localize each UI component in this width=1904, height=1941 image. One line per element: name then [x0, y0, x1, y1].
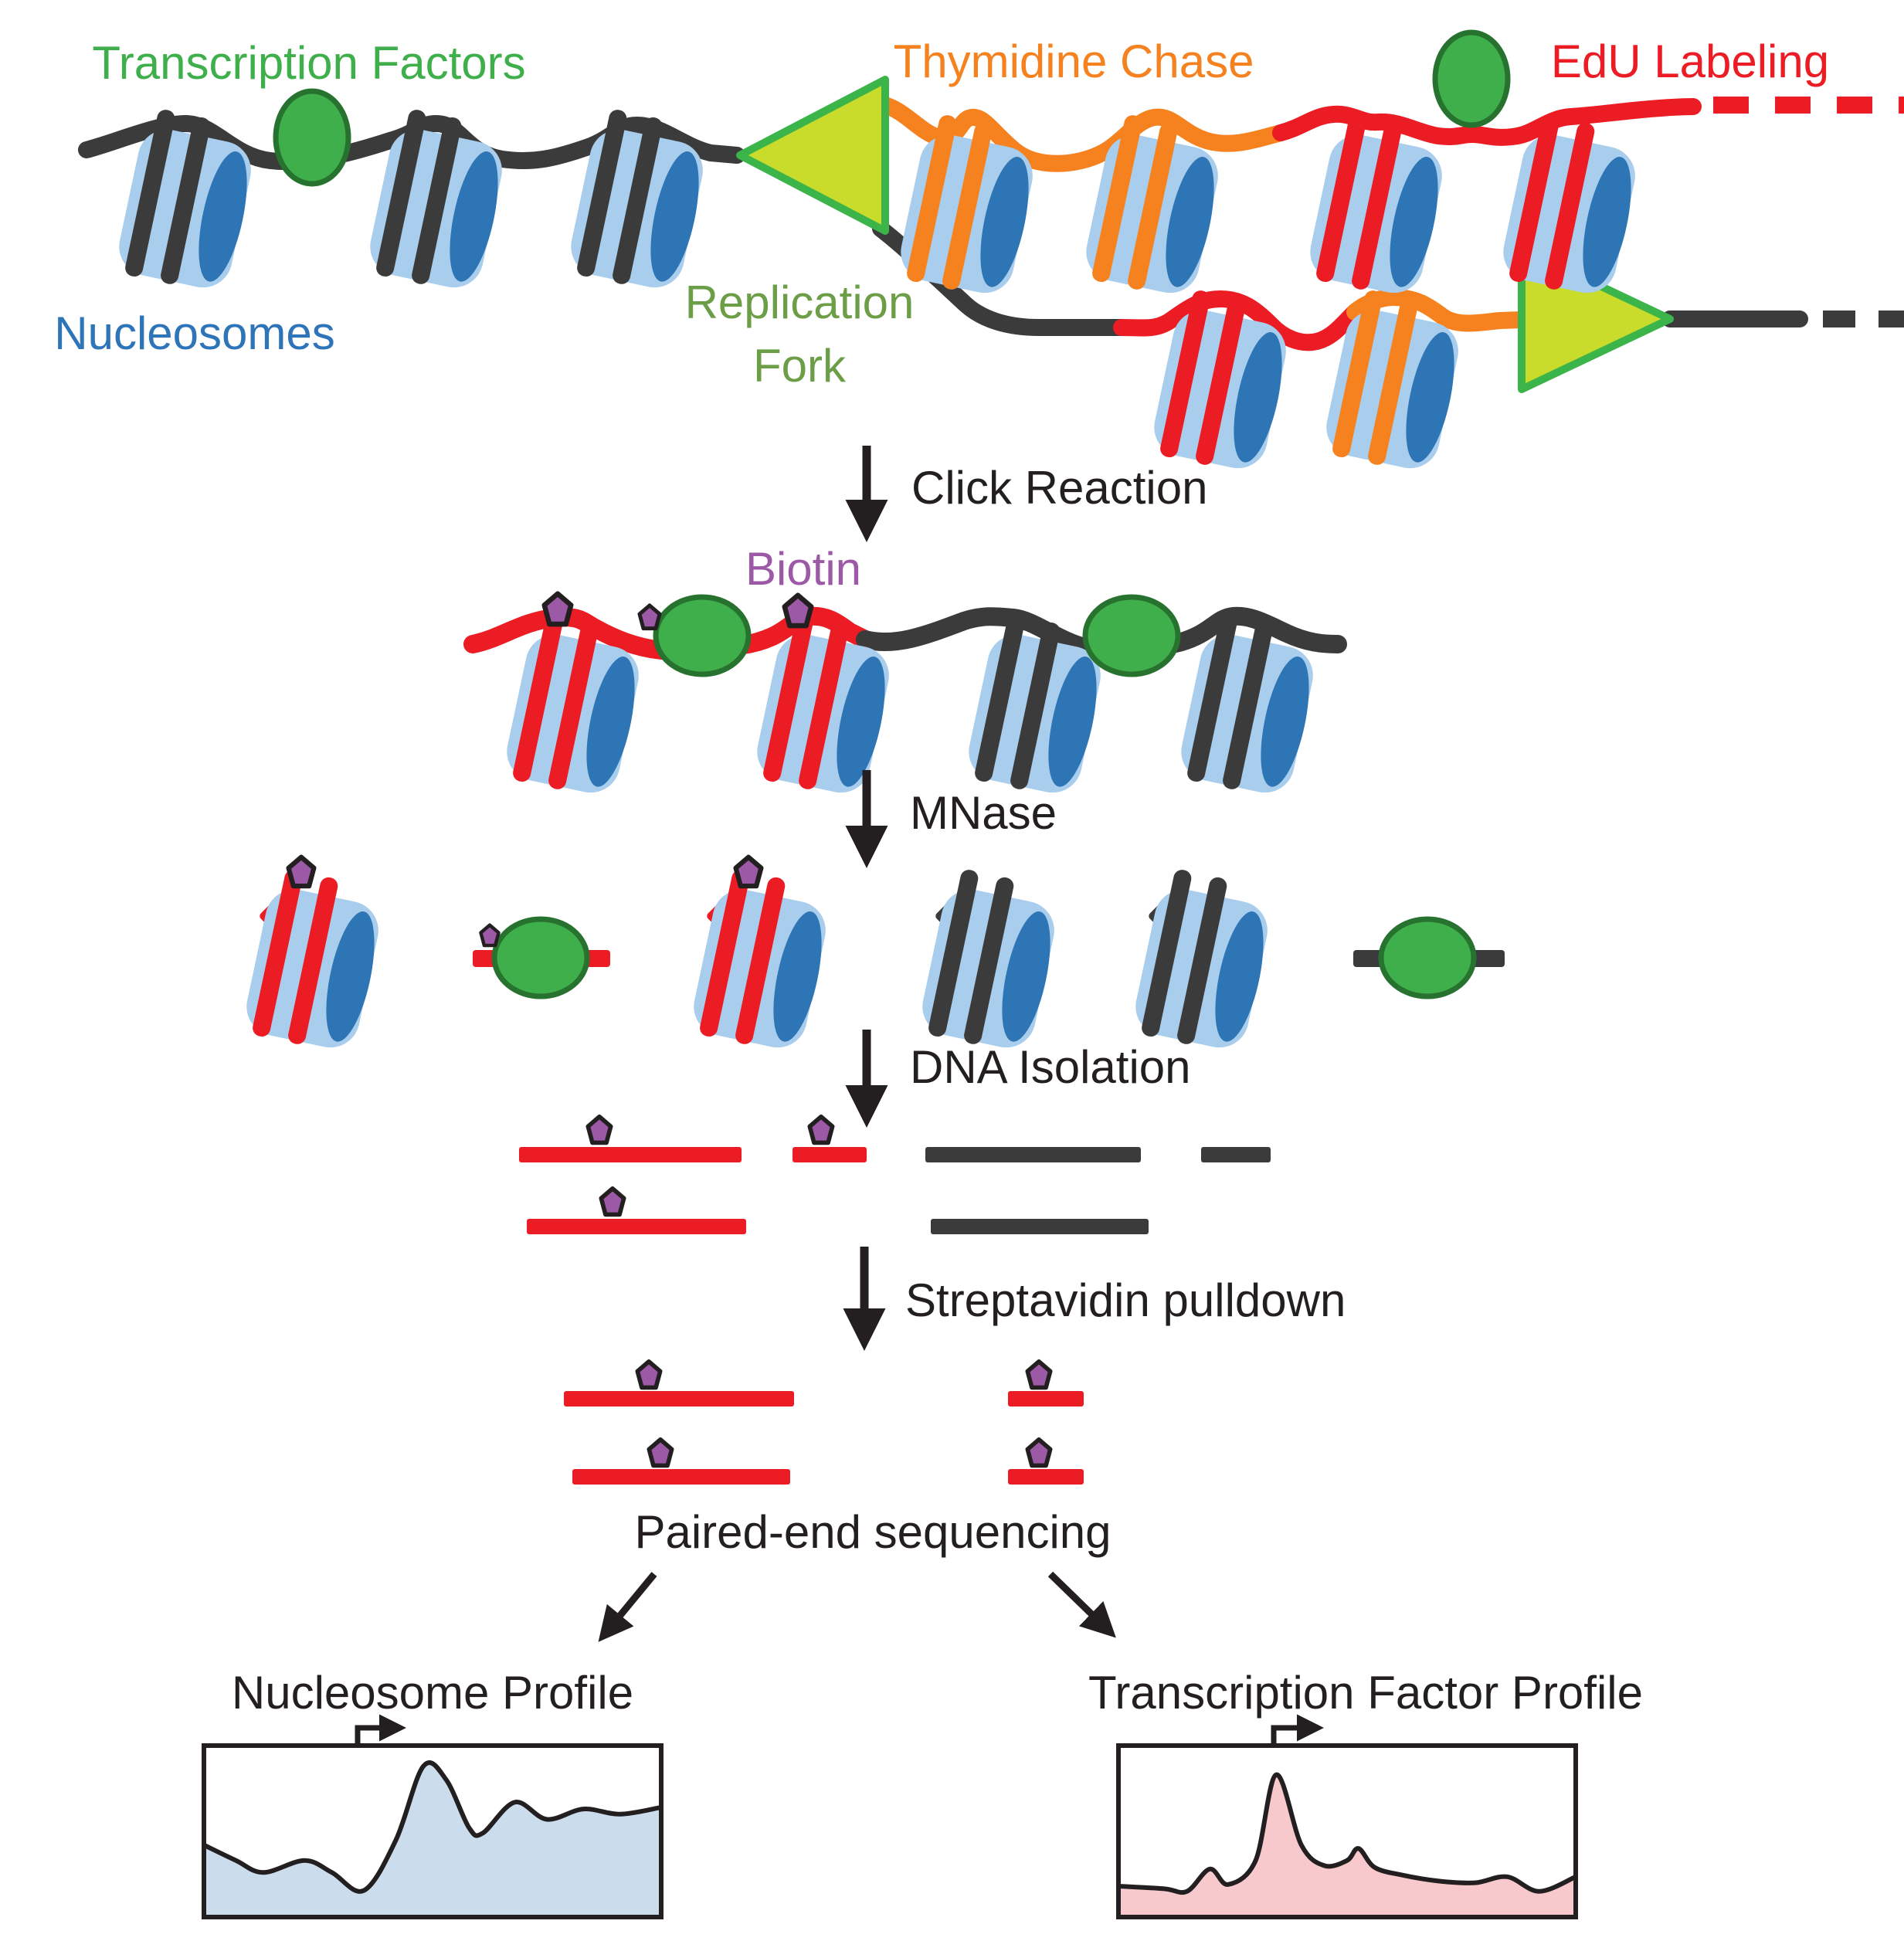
tf-profile-area [1118, 1774, 1576, 1917]
biotin-icon-pull-3 [649, 1440, 671, 1466]
edu-dna-strand-top [1272, 98, 1702, 146]
tf-profile-plot-frame [1116, 1743, 1578, 1919]
arrow-to-nucleosome-profile [598, 1572, 657, 1642]
fragment-dark-long-1 [925, 1147, 1141, 1162]
step-click-reaction: Click Reaction Biotin [745, 446, 1207, 595]
tf-stub-dark-right [1469, 950, 1505, 967]
tss-arrow-icon-left [355, 1714, 406, 1747]
thymidine-chase-label: Thymidine Chase [894, 36, 1254, 87]
biotin-label: Biotin [745, 543, 861, 595]
pulled-fragment-long-1 [564, 1391, 794, 1407]
biotin-icon-1 [545, 594, 571, 624]
biotin-icon-tf [480, 925, 498, 945]
transcription-factor-particle-dark [1381, 919, 1474, 996]
pulled-fragment-long-2 [572, 1469, 790, 1485]
lagging-parental-strand [872, 220, 1130, 336]
biotin-icon-2 [640, 606, 660, 629]
biotin-icon-frag-2 [809, 1117, 832, 1143]
biotin-icon-pull-2 [1027, 1362, 1050, 1388]
mononucleosome-dark-2 [1129, 866, 1278, 1057]
edu-dna-strand-bottom [1113, 290, 1363, 351]
biotin-icon-mono-2 [736, 857, 762, 886]
biotin-icon-pull-4 [1027, 1440, 1050, 1466]
section-biotinylated-chromatin [463, 594, 1347, 802]
nucleosome-profile-area [204, 1763, 661, 1917]
transcription-factor-on-dark [1085, 597, 1178, 674]
fragment-dark-short-1 [1201, 1147, 1271, 1162]
section-replicating-chromatin: Transcription Factors Thymidine Chase Ed… [54, 32, 1904, 477]
biotin-icon-pull-1 [637, 1362, 660, 1388]
pulled-fragment-short-2 [1008, 1469, 1084, 1485]
tf-profile-title: Transcription Factor Profile [1088, 1667, 1643, 1719]
section-pulled-fragments [564, 1362, 1084, 1485]
click-reaction-label: Click Reaction [911, 462, 1207, 514]
fragment-red-long-2 [527, 1219, 746, 1234]
biotin-icon-frag-3 [601, 1189, 623, 1215]
streptavidin-label: Streptavidin pulldown [905, 1274, 1346, 1326]
edu-labeling-label: EdU Labeling [1551, 36, 1829, 87]
nucleosome-profile-plot-frame [202, 1743, 664, 1919]
mononucleosome-dark-1 [916, 866, 1065, 1057]
step-streptavidin-pulldown: Streptavidin pulldown [843, 1247, 1346, 1351]
nucleosome-profile-chart: Nucleosome Profile [202, 1667, 664, 1919]
biotin-icon-mono-1 [289, 857, 314, 886]
replication-fork-label-line1: Replication [685, 277, 915, 328]
transcription-factor-profile-chart: Transcription Factor Profile [1088, 1667, 1643, 1919]
nucleosome-profile-title: Nucleosome Profile [232, 1667, 633, 1719]
transcription-factors-label: Transcription Factors [92, 37, 525, 89]
fragment-red-short-1 [792, 1147, 867, 1162]
mononucleosome-edu-1 [240, 866, 389, 1057]
transcription-factor-particle-red [494, 919, 587, 996]
transcription-factor-on-red [656, 597, 748, 674]
mononucleosome-edu-2 [687, 866, 837, 1057]
mnase-label: MNase [910, 787, 1057, 839]
transcription-factor-parental [276, 91, 348, 184]
dna-isolation-label: DNA Isolation [910, 1041, 1191, 1093]
transcription-factor-edu [1435, 32, 1508, 125]
section-mnase-particles [240, 857, 1505, 1057]
section-isolated-fragments [519, 1117, 1271, 1234]
nucleosome-thymidine-1 [894, 111, 1044, 302]
pulled-fragment-short-1 [1008, 1391, 1084, 1407]
nucleosome-profile-curve [202, 1760, 664, 1894]
replication-fork-label-line2: Fork [753, 340, 847, 392]
biotin-icon-frag-1 [588, 1117, 610, 1143]
fragment-red-long-1 [519, 1147, 742, 1162]
paired-end-sequencing-label: Paired-end sequencing [634, 1506, 1111, 1558]
nucleosome-parental-3 [565, 106, 714, 297]
step-mnase: MNase [845, 770, 1057, 868]
fragment-dark-long-2 [931, 1219, 1149, 1234]
replication-fork-left-icon [736, 76, 889, 235]
arrow-to-tf-profile [1047, 1571, 1116, 1638]
step-paired-end-sequencing: Paired-end sequencing [598, 1506, 1116, 1642]
tf-profile-curve [1116, 1772, 1578, 1895]
step-dna-isolation: DNA Isolation [845, 1030, 1191, 1128]
biotin-icon-3 [785, 596, 811, 626]
nucleosomes-label: Nucleosomes [54, 307, 335, 359]
tss-arrow-icon-right [1271, 1714, 1324, 1747]
